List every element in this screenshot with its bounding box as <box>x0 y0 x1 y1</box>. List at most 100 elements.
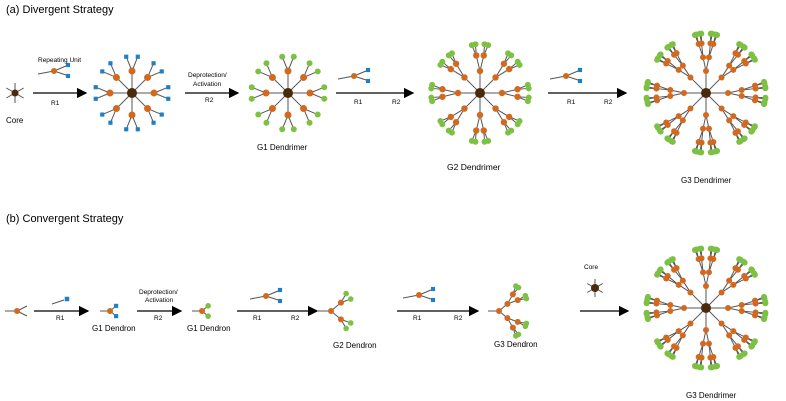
protected-end-square <box>277 298 283 304</box>
branch-node <box>679 277 686 284</box>
branch-node <box>476 67 484 75</box>
branch-node <box>705 54 712 61</box>
repeating-unit-molecule <box>37 62 71 79</box>
g2-dendrimer-label: G2 Dendrimer <box>447 162 501 172</box>
protected-end-square <box>65 73 71 79</box>
branch-node <box>514 93 521 100</box>
active-end-dot <box>472 41 479 48</box>
branch-node <box>673 50 680 57</box>
branch-node <box>700 269 707 276</box>
convergent-repeating-unit-2 <box>249 287 283 304</box>
active-end-dot <box>762 85 769 92</box>
branch-node <box>698 255 705 262</box>
g3-dendron <box>488 283 530 339</box>
active-end-dot <box>643 309 650 316</box>
g1-dendron-label-2: G1 Dendron <box>187 324 231 333</box>
active-end-dot <box>514 121 521 128</box>
branch-node <box>752 85 759 92</box>
core-node <box>591 284 599 292</box>
active-end-dot <box>321 95 328 102</box>
branch-node <box>268 105 276 113</box>
active-end-dot <box>761 101 768 108</box>
active-end-dot <box>643 94 650 101</box>
branch-node <box>703 283 709 289</box>
active-end-dot <box>654 123 661 130</box>
protected-end-square <box>108 120 113 125</box>
protected-end-square <box>151 120 156 125</box>
active-end-dot <box>248 95 255 102</box>
active-end-dot <box>255 111 262 118</box>
branch-node <box>695 353 702 360</box>
branch-node <box>675 113 682 120</box>
convergent-r2-label-1: R2 <box>154 315 163 322</box>
branch-node <box>730 66 737 73</box>
repeating-unit-label: Repeating Unit <box>38 57 81 64</box>
branch-node <box>504 315 511 322</box>
branch-node <box>653 94 660 101</box>
branch-node <box>705 269 712 276</box>
branch-node <box>480 52 487 59</box>
branch-node <box>726 332 733 339</box>
active-end-dot <box>523 295 530 302</box>
branch-node <box>416 292 422 298</box>
branch-node <box>730 328 737 335</box>
active-end-dot <box>428 94 435 101</box>
active-end-dot <box>515 284 522 291</box>
branch-node <box>742 60 749 67</box>
divergent-core-label: Core <box>6 116 24 125</box>
protected-end-square <box>430 286 436 292</box>
branch-node <box>675 281 682 288</box>
branch-node <box>514 297 521 304</box>
branch-node <box>695 138 702 145</box>
protected-end-square <box>166 85 171 90</box>
branch-node <box>732 129 739 136</box>
active-end-dot <box>657 51 664 58</box>
protected-end-square <box>100 112 105 117</box>
g1-dendron-protected <box>100 303 119 319</box>
divergent-r1-label-3: R1 <box>567 99 576 106</box>
divergent-deprotection-label-2: Activation <box>193 81 222 88</box>
branch-node <box>741 336 748 343</box>
active-end-dot <box>205 303 211 309</box>
branch-node <box>738 302 745 309</box>
branch-node <box>14 308 20 314</box>
active-end-dot <box>290 53 297 60</box>
protected-end-square <box>135 54 140 59</box>
branch-node <box>128 111 136 119</box>
branch-node <box>687 105 694 112</box>
active-end-dot <box>644 293 651 300</box>
branch-node <box>509 324 516 331</box>
branch-node <box>738 307 745 314</box>
g2-dendron <box>318 290 354 332</box>
convergent-r1-label-2: R1 <box>253 315 262 322</box>
divergent-r2-label-3: R2 <box>604 99 613 106</box>
branch-node <box>667 307 674 314</box>
branch-node <box>710 41 717 48</box>
branch-node <box>726 117 733 124</box>
branch-node <box>664 58 671 65</box>
active-end-dot <box>314 111 321 118</box>
active-end-dot <box>522 323 529 330</box>
branch-node <box>447 65 454 73</box>
branch-node <box>144 73 152 81</box>
branch-node <box>725 90 731 96</box>
branch-node <box>476 111 484 119</box>
branch-node <box>738 92 745 99</box>
branch-node <box>703 68 709 74</box>
active-end-dot <box>762 300 769 307</box>
active-end-dot <box>736 138 743 145</box>
protected-end-square <box>577 78 583 84</box>
protected-end-square <box>159 112 164 117</box>
branch-node <box>514 318 521 325</box>
active-end-dot <box>448 50 455 57</box>
divergent-core-molecule <box>6 83 24 103</box>
branch-node <box>351 73 357 79</box>
active-end-dot <box>657 266 664 273</box>
active-end-dot <box>290 126 297 133</box>
protected-g1-molecule <box>93 54 171 132</box>
branch-node <box>653 309 660 316</box>
branch-node <box>506 113 513 121</box>
active-end-dot <box>691 148 698 155</box>
branch-node <box>461 105 468 112</box>
